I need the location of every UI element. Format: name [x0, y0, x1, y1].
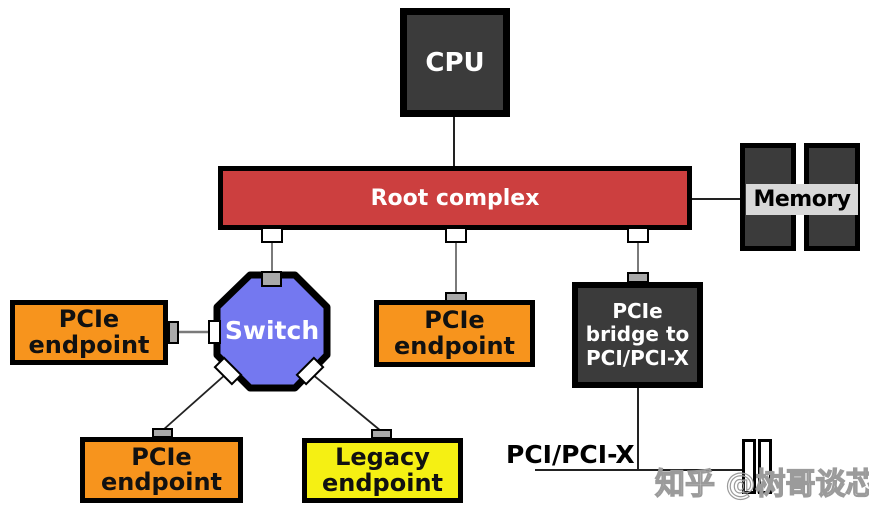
watermark: 知乎 @树哥谈芯	[654, 466, 869, 502]
root-complex-box: Root complex	[218, 166, 692, 230]
pci-slot-1	[742, 439, 756, 494]
link-switch-legacy	[311, 373, 382, 432]
pcie-endpoint-left-port	[168, 321, 179, 344]
pcie-endpoint-bottom-label: PCIe endpoint	[101, 442, 222, 496]
legacy-endpoint-box: Legacy endpoint	[302, 438, 463, 503]
pci-slot-2	[758, 439, 772, 494]
switch-left-port	[208, 320, 221, 344]
link-switch-endpoint-bottom	[162, 373, 227, 431]
cpu-label: CPU	[425, 47, 485, 78]
root-downstream-port-right	[627, 227, 649, 243]
bus-label: PCI/PCI-X	[506, 440, 635, 469]
pcie-endpoint-middle-box: PCIe endpoint	[374, 300, 535, 367]
root-complex-label: Root complex	[370, 185, 540, 211]
legacy-endpoint-port	[371, 429, 392, 439]
pcie-bridge-port	[627, 272, 649, 283]
switch-bottom-left-connector	[213, 356, 243, 386]
memory-label-band: Memory	[746, 184, 858, 215]
root-downstream-port-left	[261, 227, 283, 243]
root-downstream-port-middle	[445, 227, 467, 243]
pcie-endpoint-bottom-port	[152, 428, 173, 438]
pcie-endpoint-left-box: PCIe endpoint	[10, 300, 168, 365]
pcie-endpoint-left-label: PCIe endpoint	[28, 305, 150, 359]
switch-bottom-right-connector	[295, 356, 325, 386]
pcie-bridge-box: PCIe bridge to PCI/PCI-X	[572, 282, 703, 388]
pcie-bridge-label: PCIe bridge to PCI/PCI-X	[585, 298, 690, 370]
legacy-endpoint-label: Legacy endpoint	[322, 443, 443, 497]
switch-label: Switch	[217, 275, 327, 385]
memory-label: Memory	[753, 187, 851, 212]
pcie-endpoint-middle-port	[445, 292, 467, 302]
pcie-endpoint-middle-label: PCIe endpoint	[394, 306, 515, 360]
pcie-endpoint-bottom-box: PCIe endpoint	[80, 437, 243, 503]
cpu-box: CPU	[400, 8, 510, 117]
switch-label-text: Switch	[224, 315, 320, 345]
switch-upstream-port	[261, 271, 282, 287]
